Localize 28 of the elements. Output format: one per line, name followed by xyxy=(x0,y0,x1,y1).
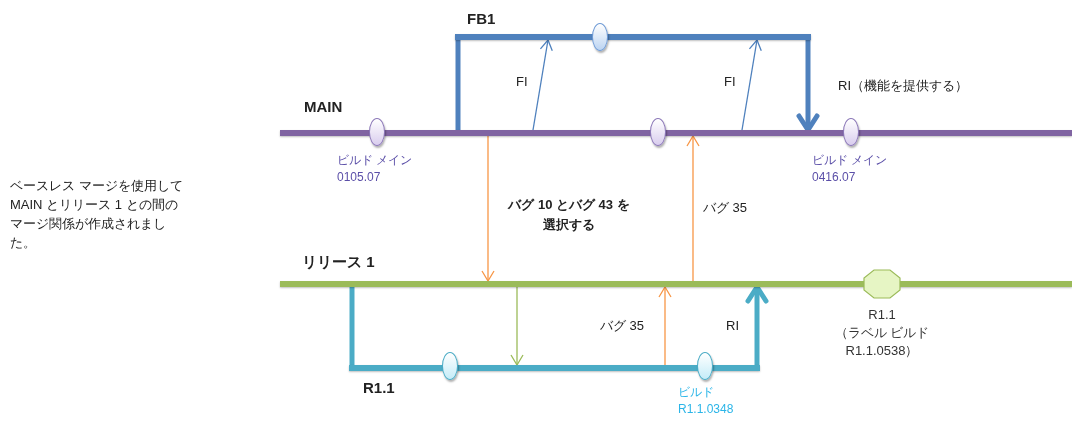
arrow xyxy=(481,135,495,282)
branch-connector xyxy=(349,287,355,365)
arrow xyxy=(796,40,820,133)
build-caption: ビルド R1.1.0348 xyxy=(678,384,735,418)
branch-label: リリース 1 xyxy=(302,252,375,272)
build-caption: ビルド メイン 0416.07 xyxy=(812,152,889,186)
arrow xyxy=(741,39,762,131)
arrow xyxy=(658,286,672,366)
build-caption: （ラベル ビルド R1.1.0538） xyxy=(833,324,931,360)
label-build-octagon xyxy=(863,269,901,299)
edge-label: バグ 10 とバグ 43 を選択する xyxy=(505,195,633,235)
build-marker xyxy=(442,352,458,380)
branch-label: FB1 xyxy=(467,9,496,29)
build-marker xyxy=(592,23,608,51)
arrow xyxy=(745,284,769,365)
build-caption: ビルド メイン 0105.07 xyxy=(337,152,414,186)
build-marker xyxy=(697,352,713,380)
build-marker xyxy=(843,118,859,146)
arrow xyxy=(686,135,700,282)
arrow xyxy=(510,286,524,366)
branch-label: MAIN xyxy=(304,97,343,117)
arrow xyxy=(532,39,553,131)
build-marker xyxy=(369,118,385,146)
note-text: ベースレス マージを使用してMAIN とリリース 1 との間のマージ関係が作成されました。 xyxy=(10,177,184,252)
build-marker xyxy=(650,118,666,146)
branch-connector xyxy=(455,40,461,130)
build-caption: R1.1 xyxy=(867,306,897,324)
branch-label: R1.1 xyxy=(363,378,395,398)
